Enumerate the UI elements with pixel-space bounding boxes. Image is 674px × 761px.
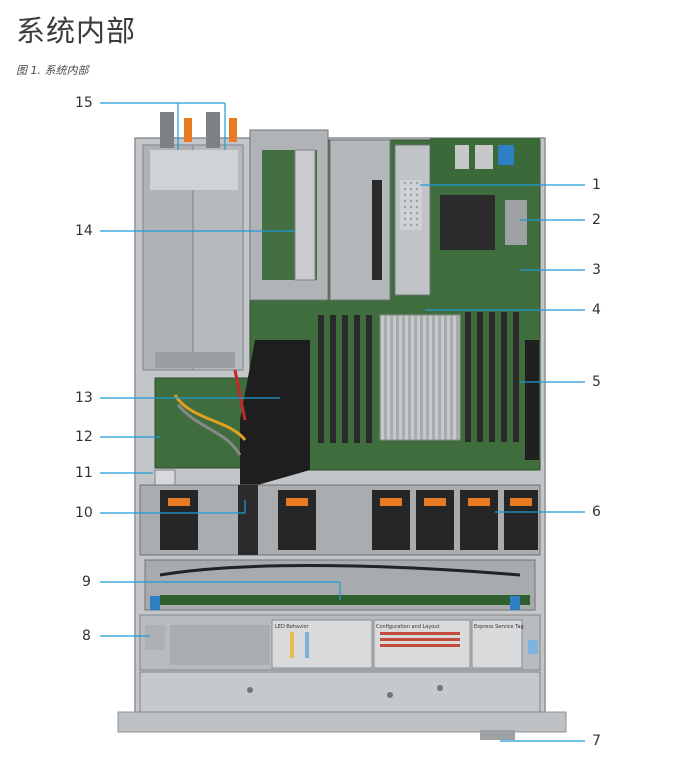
callout-3: 3 (592, 262, 601, 278)
dimm-slots-left (318, 315, 372, 443)
callout-10: 10 (75, 505, 93, 521)
callout-7: 7 (592, 733, 601, 749)
figure-caption: 图 1. 系统内部 (16, 64, 89, 77)
processor-heatsink (379, 314, 461, 441)
callout-9: 9 (82, 574, 91, 590)
express-service-tag-label (471, 619, 523, 669)
callout-8: 8 (82, 628, 91, 644)
config-title: Configuration and Layout (376, 624, 440, 630)
dimm-slots-right (465, 312, 519, 442)
callout-15: 15 (75, 95, 93, 111)
cooling-fans (139, 484, 541, 556)
intrusion-switch (154, 469, 176, 487)
callout-1: 1 (592, 177, 601, 193)
callout-11: 11 (75, 465, 93, 481)
callout-13: 13 (75, 390, 93, 406)
raid-controller-heatsink (440, 195, 495, 250)
callout-4: 4 (592, 302, 601, 318)
callout-12: 12 (75, 429, 93, 445)
led-title: LED Behavior (275, 624, 310, 630)
express-title: Express Service Tag (474, 624, 524, 630)
led-behavior-label (271, 619, 373, 669)
power-supplies (142, 112, 244, 371)
air-shroud (240, 340, 310, 490)
callout-6: 6 (592, 504, 601, 520)
callout-5: 5 (592, 374, 601, 390)
riser-cage (249, 129, 391, 301)
callout-2: 2 (592, 212, 601, 228)
callout-14: 14 (75, 223, 93, 239)
page-title: 系统内部 (16, 14, 137, 48)
leader-lines (100, 102, 585, 742)
front-bezel (117, 711, 567, 733)
cable-guide (238, 485, 258, 555)
